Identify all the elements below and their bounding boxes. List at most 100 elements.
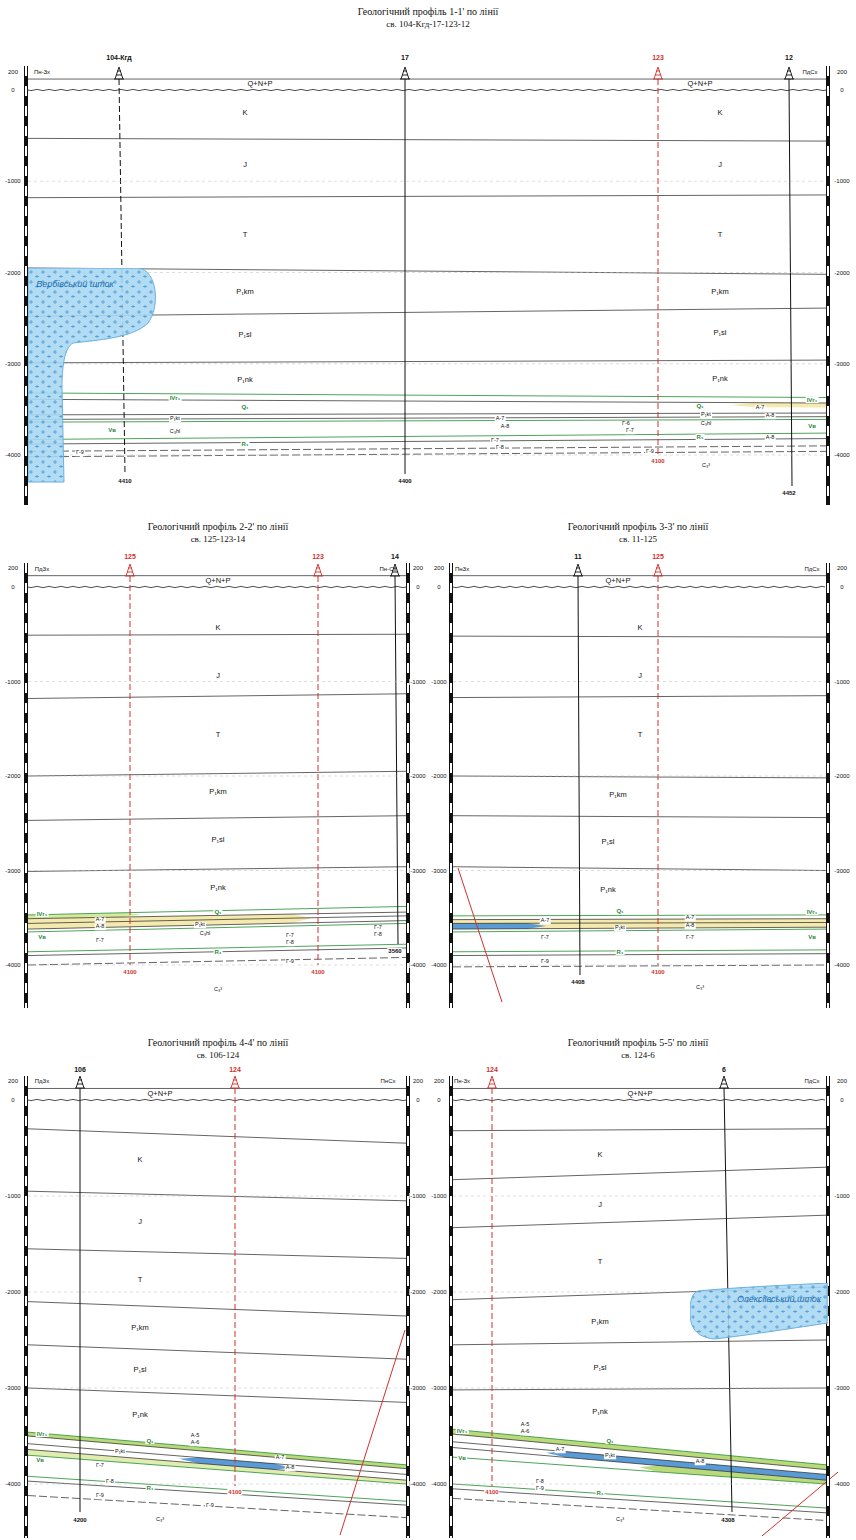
lithology-fill <box>453 923 546 929</box>
stratum-boundary <box>28 360 826 363</box>
depth-tick: 200 <box>412 1078 424 1084</box>
geologic-label: P₁km <box>710 288 730 296</box>
geologic-label: P₁sl <box>211 836 226 844</box>
depth-scale <box>826 563 830 1008</box>
depth-scale <box>407 1076 409 1538</box>
salt-body <box>28 268 155 482</box>
depth-tick: -2000 <box>430 773 447 779</box>
geologic-label: А-7 <box>755 405 766 411</box>
geologic-label: 3560 <box>387 948 402 954</box>
depth-gridline <box>453 1484 826 1485</box>
depth-tick: -2000 <box>833 1289 850 1295</box>
geologic-label: P₁kt <box>169 416 181 422</box>
stratum-boundary <box>28 195 826 198</box>
depth-gridline <box>28 1196 406 1197</box>
lithology-fill <box>730 403 826 408</box>
geologic-label: IVг₁ <box>456 1428 469 1434</box>
stratum-boundary <box>28 1481 406 1505</box>
lithology-fill <box>28 1449 406 1484</box>
depth-gridline <box>28 455 826 456</box>
geologic-label: Г-8 <box>535 1479 545 1485</box>
geologic-label: Q+N+P <box>146 1090 173 1098</box>
geologic-label: А-7 <box>685 915 696 921</box>
depth-tick: 0 <box>839 87 844 93</box>
geologic-label: J <box>137 1218 143 1226</box>
depth-tick: -3000 <box>409 868 426 874</box>
well-trace <box>658 576 659 965</box>
well-trace <box>405 79 406 474</box>
profile-title: св. 124-6 <box>620 1051 656 1060</box>
geologic-label: K <box>214 624 221 632</box>
geologic-label: IVг₁ <box>806 909 819 915</box>
geologic-label: K <box>596 1151 603 1159</box>
depth-tick: -1000 <box>4 178 21 184</box>
depth-tick: -1000 <box>833 679 850 685</box>
depth-gridline <box>28 870 406 871</box>
depth-tick: -4000 <box>430 962 447 968</box>
geologic-label: Г-8 <box>495 445 505 451</box>
geologic-label: Q₁ <box>695 403 704 409</box>
seismic-horizon <box>28 1476 406 1501</box>
depth-tick: -1000 <box>833 1193 850 1199</box>
geologic-label: IVг₁ <box>36 911 49 917</box>
geologic-label: P₁km <box>608 791 628 799</box>
geologic-label: ПдСх <box>801 69 818 75</box>
geologic-label: Г-8 <box>105 1479 115 1485</box>
depth-tick: -2000 <box>409 1289 426 1295</box>
depth-tick: -4000 <box>833 452 850 458</box>
depth-scale <box>827 66 829 505</box>
geologic-label: Г-9 <box>95 1493 105 1499</box>
geologic-label: А-8 <box>285 1465 296 1471</box>
depth-tick: -1000 <box>409 1193 426 1199</box>
geologic-label: P₁sl <box>601 838 616 846</box>
geologic-label: 4452 <box>781 490 796 496</box>
geologic-label: IVг₁ <box>36 1431 49 1437</box>
derrick-icon <box>400 67 410 79</box>
geologic-label: T <box>717 231 724 239</box>
geologic-label: Г-7 <box>95 938 105 944</box>
geologic-label: Пн-Сх <box>379 566 398 572</box>
geologic-label: А-8 <box>765 435 776 441</box>
stratum-boundary <box>453 927 826 929</box>
ground-surface <box>28 586 406 587</box>
seismic-horizon <box>28 433 826 439</box>
stratum-boundary <box>453 1442 826 1475</box>
geologic-label: R₁ <box>596 1490 605 1496</box>
stratum-boundary <box>28 1249 406 1259</box>
geologic-label: IVг₁ <box>806 397 819 403</box>
stratum-boundary <box>453 965 826 967</box>
geologic-label: 4100 <box>650 969 665 975</box>
seismic-horizon <box>28 393 826 398</box>
geologic-label: P₁nk <box>591 1408 608 1416</box>
stratum-boundary <box>28 138 826 141</box>
well-name: 124 <box>228 1066 242 1073</box>
geologic-label: ПдСх <box>803 1078 820 1084</box>
geologic-label: R₁ <box>146 1485 155 1491</box>
depth-tick: 0 <box>436 584 441 590</box>
geologic-label: А-7 <box>555 1447 566 1453</box>
geologic-label: P₁kt <box>614 925 626 931</box>
geologic-label: Г-7 <box>540 935 550 941</box>
depth-gridline <box>28 965 406 966</box>
geologic-label: Г-7 <box>490 438 500 444</box>
depth-tick: -4000 <box>833 962 850 968</box>
profile-title: Геологічний профіль 3-3' по лінії <box>567 522 710 532</box>
well-trace <box>578 576 580 975</box>
geologic-label: K <box>241 109 248 117</box>
geologic-label: J <box>717 161 723 169</box>
geologic-label: А-7 <box>95 917 106 923</box>
depth-tick: 0 <box>10 1097 15 1103</box>
stratum-boundary <box>28 1449 406 1480</box>
depth-gridline <box>28 181 826 182</box>
salt-stock-name: Олексіївський шток <box>734 1295 824 1305</box>
salt-body <box>690 1283 828 1339</box>
profile-title: св. 11-125 <box>618 535 658 544</box>
stratum-boundary <box>453 1388 826 1390</box>
geologic-label: Г-7 <box>625 428 635 434</box>
geologic-label: P₁nk <box>599 886 616 894</box>
geologic-label: T <box>137 1276 144 1284</box>
seismic-horizon <box>28 923 406 932</box>
stratum-boundary <box>453 575 826 576</box>
geologic-label: Г-8 <box>373 932 383 938</box>
depth-tick: -2000 <box>833 270 850 276</box>
